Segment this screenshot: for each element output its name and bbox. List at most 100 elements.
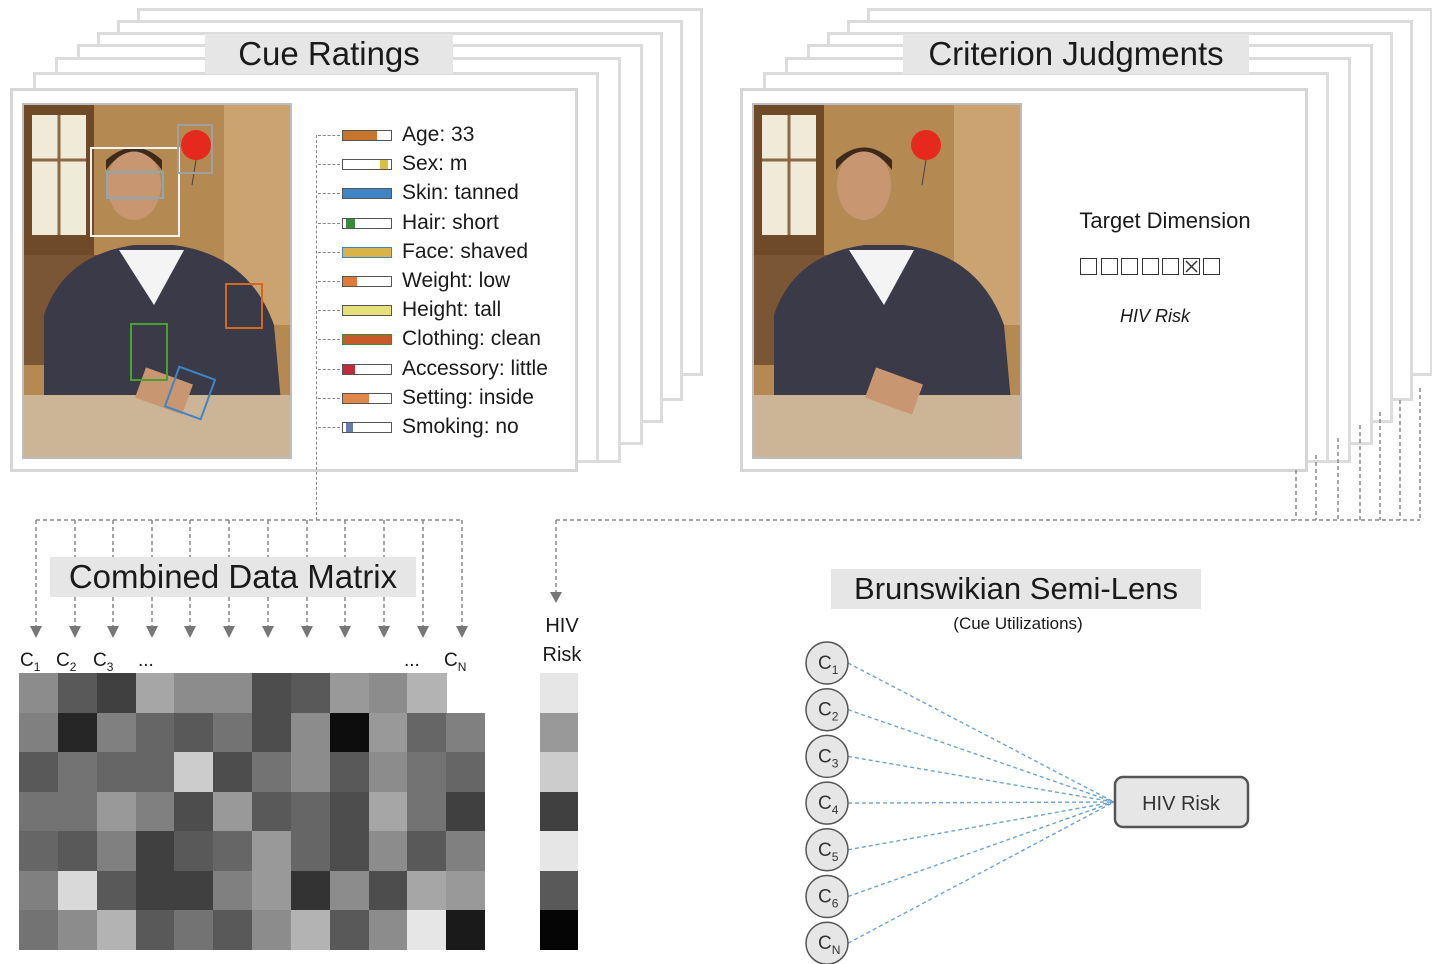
cue-label: Age: 33	[402, 123, 475, 146]
cue-rating-bar	[342, 392, 392, 404]
matrix-cell	[290, 910, 331, 951]
criterion-judgments-title: Criterion Judgments	[903, 34, 1249, 74]
cue-rating-fill	[343, 247, 391, 257]
matrix-cell	[19, 712, 59, 753]
matrix-cell	[368, 791, 408, 832]
cue-utilization-line	[847, 709, 1115, 803]
cue-rating-fill	[343, 306, 391, 316]
rating-box-checked	[1182, 258, 1200, 275]
matrix-cell	[368, 831, 408, 872]
rating-box	[1162, 258, 1179, 275]
matrix-cell	[407, 712, 447, 753]
matrix-cell	[135, 870, 175, 911]
cue-connector	[318, 397, 340, 399]
cue-rating-fill	[345, 218, 356, 228]
matrix-cell	[407, 870, 447, 911]
cue-node	[805, 828, 849, 872]
matrix-cell	[174, 870, 214, 911]
matrix-cell	[19, 910, 59, 951]
person-photo-illustration	[754, 105, 1020, 457]
matrix-cell	[252, 791, 292, 832]
matrix-cell	[174, 712, 214, 753]
matrix-cell	[446, 712, 486, 753]
risk-column-label: HIV Risk	[530, 612, 594, 670]
cue-utilization-line	[847, 801, 1115, 944]
cue-connector	[318, 222, 340, 224]
matrix-cell	[19, 870, 59, 911]
risk-cell	[540, 752, 578, 793]
risk-label-line2: Risk	[542, 644, 582, 666]
cue-rating-bar	[342, 276, 392, 287]
cue-label: Smoking: no	[402, 415, 519, 438]
cue-connector	[318, 193, 340, 195]
matrix-cell	[135, 791, 175, 832]
cue-connector	[318, 135, 340, 136]
lens-title: Brunswikian Semi-Lens	[831, 569, 1201, 609]
matrix-cell	[290, 870, 331, 911]
matrix-cell	[135, 831, 175, 872]
matrix-cell	[329, 910, 369, 951]
cue-utilization-line	[847, 755, 1115, 803]
matrix-arrowhead	[417, 626, 429, 638]
rating-box	[1141, 258, 1159, 275]
matrix-cell	[213, 673, 253, 714]
matrix-cell	[57, 752, 98, 793]
cue-node	[805, 874, 849, 919]
cue-rating-fill	[343, 189, 391, 199]
matrix-column-label: ...	[404, 650, 420, 671]
cue-connector	[318, 281, 340, 282]
risk-cell	[540, 791, 578, 832]
matrix-cell	[96, 752, 136, 793]
cue-ratings-title: Cue Ratings	[205, 34, 453, 74]
cue-rating-bar	[342, 422, 392, 433]
cue-label: Setting: inside	[402, 385, 534, 409]
matrix-cell	[368, 673, 408, 714]
matrix-arrowhead	[184, 626, 196, 638]
cue-utilization-line	[847, 801, 1115, 804]
matrix-cell	[368, 752, 408, 793]
matrix-cell	[135, 673, 175, 714]
cue-utilization-line	[847, 801, 1115, 851]
matrix-cell	[96, 712, 136, 753]
matrix-arrowhead	[107, 626, 119, 638]
lens-subtitle: (Cue Utilizations)	[953, 614, 1083, 633]
matrix-cell	[213, 910, 253, 951]
matrix-cell	[407, 673, 447, 714]
matrix-cell	[252, 910, 292, 951]
matrix-cell	[329, 752, 369, 793]
criterion-node	[1113, 775, 1250, 829]
matrix-cell	[329, 791, 369, 832]
data-matrix	[19, 673, 486, 951]
cue-rating-bar	[342, 217, 392, 229]
cue-rating-bar	[342, 305, 392, 317]
matrix-column-label: CN	[444, 650, 467, 674]
matrix-cell	[174, 831, 214, 872]
face-cue-box	[90, 147, 180, 237]
matrix-column-label: C3	[93, 650, 114, 674]
matrix-cell	[213, 712, 253, 753]
rating-box	[1121, 258, 1138, 275]
matrix-arrowhead	[378, 626, 390, 638]
matrix-cell	[96, 831, 136, 872]
matrix-cell	[407, 791, 447, 832]
matrix-cell	[57, 673, 98, 714]
matrix-arrowhead	[339, 626, 351, 638]
cue-label: Height: tall	[402, 298, 502, 322]
risk-cell	[540, 870, 578, 911]
cue-utilization-line	[847, 801, 1115, 898]
matrix-arrowhead	[456, 626, 468, 638]
matrix-cell	[174, 673, 214, 714]
balloon-cue-box	[177, 124, 213, 174]
rating-box	[1203, 258, 1220, 275]
cue-connector	[318, 164, 340, 166]
matrix-cell	[252, 831, 292, 872]
cue-label: Skin: tanned	[402, 181, 519, 205]
cue-rating-fill	[345, 423, 354, 432]
risk-label-line1: HIV	[545, 615, 579, 637]
matrix-cell	[213, 791, 253, 832]
risk-cell	[540, 910, 578, 951]
matrix-cell	[446, 752, 486, 793]
matrix-cell	[96, 870, 136, 911]
